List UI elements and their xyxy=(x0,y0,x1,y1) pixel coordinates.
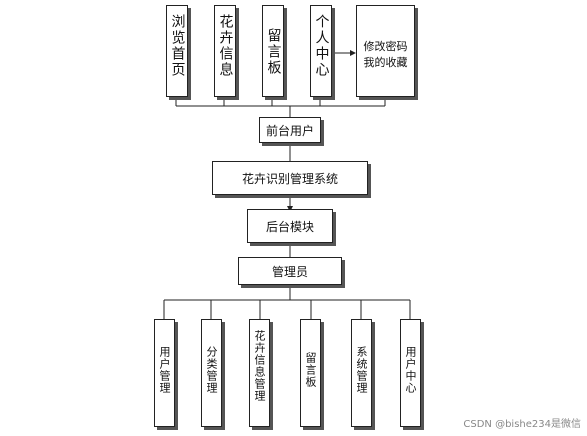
watermark-text: CSDN @bishe234是微信 xyxy=(463,419,581,430)
front-user-label: 前台用户 xyxy=(265,123,314,138)
module-message-board-label: 留言板 xyxy=(265,28,282,76)
backend-module-label: 后台模块 xyxy=(265,219,314,234)
system-label: 花卉识别管理系统 xyxy=(241,171,338,186)
module-user-center: 用户中心 xyxy=(400,319,421,427)
module-message-board: 留言板 xyxy=(262,5,284,97)
module-user-center-label: 用户中心 xyxy=(404,346,417,394)
module-flower-management-label: 花卉信息管理 xyxy=(253,330,266,402)
module-flower-info: 花卉信息 xyxy=(214,5,236,97)
system-box: 花卉识别管理系统 xyxy=(212,161,368,195)
admin-box: 管理员 xyxy=(238,257,342,285)
module-password-favorites: 修改密码 我的收藏 xyxy=(356,5,415,97)
module-flower-management: 花卉信息管理 xyxy=(249,319,270,427)
module-user-management: 用户管理 xyxy=(154,319,175,427)
module-backend-message-board: 留言板 xyxy=(300,319,321,427)
front-user-box: 前台用户 xyxy=(259,117,321,143)
module-flower-info-label: 花卉信息 xyxy=(217,14,234,78)
module-user-management-label: 用户管理 xyxy=(158,346,171,394)
backend-module-box: 后台模块 xyxy=(247,209,333,243)
module-backend-message-board-label: 留言板 xyxy=(304,352,317,388)
module-system-management-label: 系统管理 xyxy=(355,346,368,394)
module-browse-home-label: 浏览首页 xyxy=(169,14,186,78)
module-personal-center: 个人中心 xyxy=(310,5,332,97)
module-my-favorites-label: 我的收藏 xyxy=(363,56,408,69)
module-browse-home: 浏览首页 xyxy=(166,5,188,97)
module-system-management: 系统管理 xyxy=(351,319,372,427)
module-category-management-label: 分类管理 xyxy=(205,346,218,394)
module-change-password-label: 修改密码 xyxy=(363,40,408,53)
module-category-management: 分类管理 xyxy=(201,319,222,427)
module-personal-center-label: 个人中心 xyxy=(313,14,330,78)
admin-label: 管理员 xyxy=(271,264,308,279)
